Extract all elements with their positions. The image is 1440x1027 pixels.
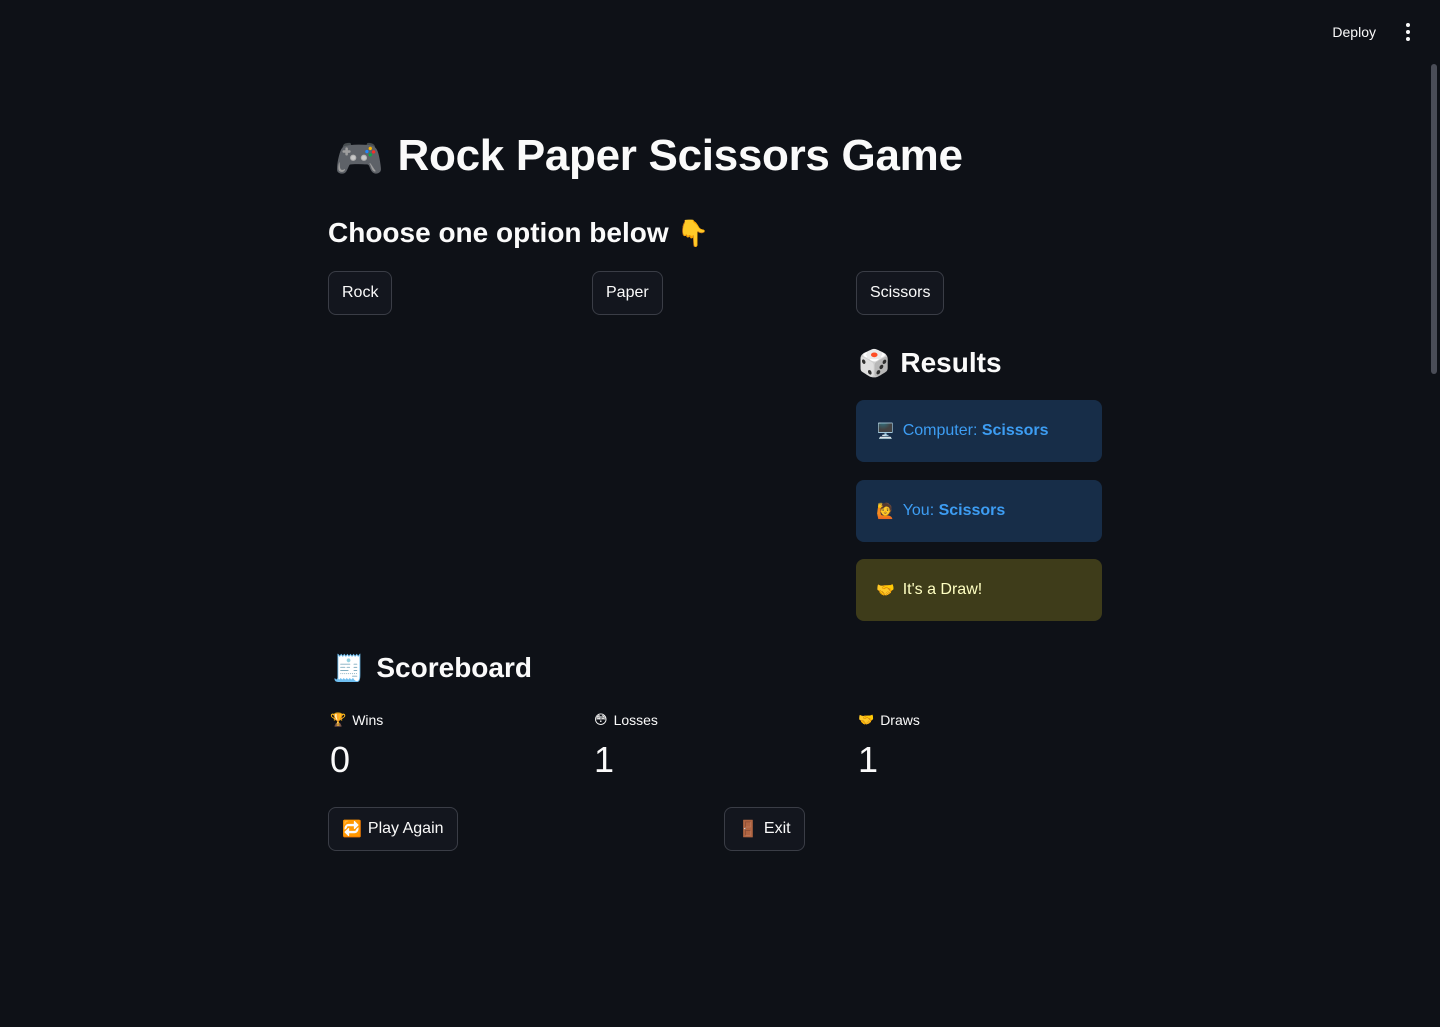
trophy-icon: 🏆 bbox=[330, 712, 347, 727]
computer-icon: 🖥️ bbox=[876, 423, 895, 440]
receipt-icon: 🧾 bbox=[332, 653, 365, 683]
page-title-text: Rock Paper Scissors Game bbox=[397, 131, 963, 180]
computer-choice-alert: 🖥️ Computer: Scissors bbox=[856, 400, 1102, 462]
choose-subtitle: Choose one option below👇 bbox=[328, 213, 709, 253]
game-controller-icon: 🎮 bbox=[334, 137, 384, 181]
page-title: 🎮 Rock Paper Scissors Game bbox=[334, 126, 963, 189]
results-heading-text: Results bbox=[900, 347, 1002, 378]
computer-choice-label: Computer: bbox=[902, 422, 978, 439]
losses-label: 😳 Losses bbox=[594, 710, 834, 730]
draws-metric: 🤝 Draws 1 bbox=[858, 710, 1098, 782]
your-choice-alert: 🙋 You: Scissors bbox=[856, 480, 1102, 542]
exit-label: Exit bbox=[763, 820, 791, 837]
top-toolbar: Deploy bbox=[1326, 18, 1418, 46]
results-heading: 🎲 Results bbox=[858, 343, 1002, 383]
menu-dot bbox=[1406, 23, 1410, 27]
vertical-ellipsis-icon[interactable] bbox=[1398, 18, 1418, 46]
computer-choice-value: Scissors bbox=[981, 422, 1049, 439]
scoreboard-heading-text: Scoreboard bbox=[376, 652, 532, 683]
handshake-icon: 🤝 bbox=[858, 712, 875, 727]
losses-value: 1 bbox=[594, 739, 615, 780]
handshake-icon: 🤝 bbox=[876, 582, 895, 599]
door-icon: 🚪 bbox=[738, 821, 758, 838]
deploy-button[interactable]: Deploy bbox=[1326, 20, 1382, 44]
draws-value: 1 bbox=[858, 739, 879, 780]
wins-value: 0 bbox=[330, 739, 351, 780]
wins-metric: 🏆 Wins 0 bbox=[330, 710, 570, 782]
draws-label-text: Draws bbox=[880, 712, 920, 728]
losses-label-text: Losses bbox=[613, 712, 658, 728]
your-choice-label: You: bbox=[902, 502, 935, 519]
paper-button[interactable]: Paper bbox=[592, 271, 663, 315]
losses-metric: 😳 Losses 1 bbox=[594, 710, 834, 782]
outcome-text: It's a Draw! bbox=[902, 581, 983, 598]
pointing-down-icon: 👇 bbox=[676, 218, 710, 248]
choose-subtitle-text: Choose one option below bbox=[328, 217, 669, 248]
exit-button[interactable]: 🚪 Exit bbox=[724, 807, 805, 851]
wins-label: 🏆 Wins bbox=[330, 710, 570, 730]
scoreboard-heading: 🧾 Scoreboard bbox=[332, 648, 532, 688]
dice-icon: 🎲 bbox=[858, 348, 891, 378]
your-choice-value: Scissors bbox=[938, 502, 1006, 519]
play-again-button[interactable]: 🔁 Play Again bbox=[328, 807, 458, 851]
page-scrollbar[interactable] bbox=[1430, 62, 1438, 1022]
outcome-alert: 🤝 It's a Draw! bbox=[856, 559, 1102, 621]
wins-label-text: Wins bbox=[352, 712, 384, 728]
flushed-face-icon: 😳 bbox=[594, 712, 608, 727]
play-again-label: Play Again bbox=[367, 820, 444, 837]
draws-label: 🤝 Draws bbox=[858, 710, 1098, 730]
menu-dot bbox=[1406, 30, 1410, 34]
menu-dot bbox=[1406, 37, 1410, 41]
rock-button[interactable]: Rock bbox=[328, 271, 393, 315]
scissors-button[interactable]: Scissors bbox=[856, 271, 945, 315]
raised-hand-person-icon: 🙋 bbox=[876, 503, 895, 520]
scrollbar-thumb[interactable] bbox=[1431, 64, 1437, 374]
repeat-icon: 🔁 bbox=[342, 821, 362, 838]
